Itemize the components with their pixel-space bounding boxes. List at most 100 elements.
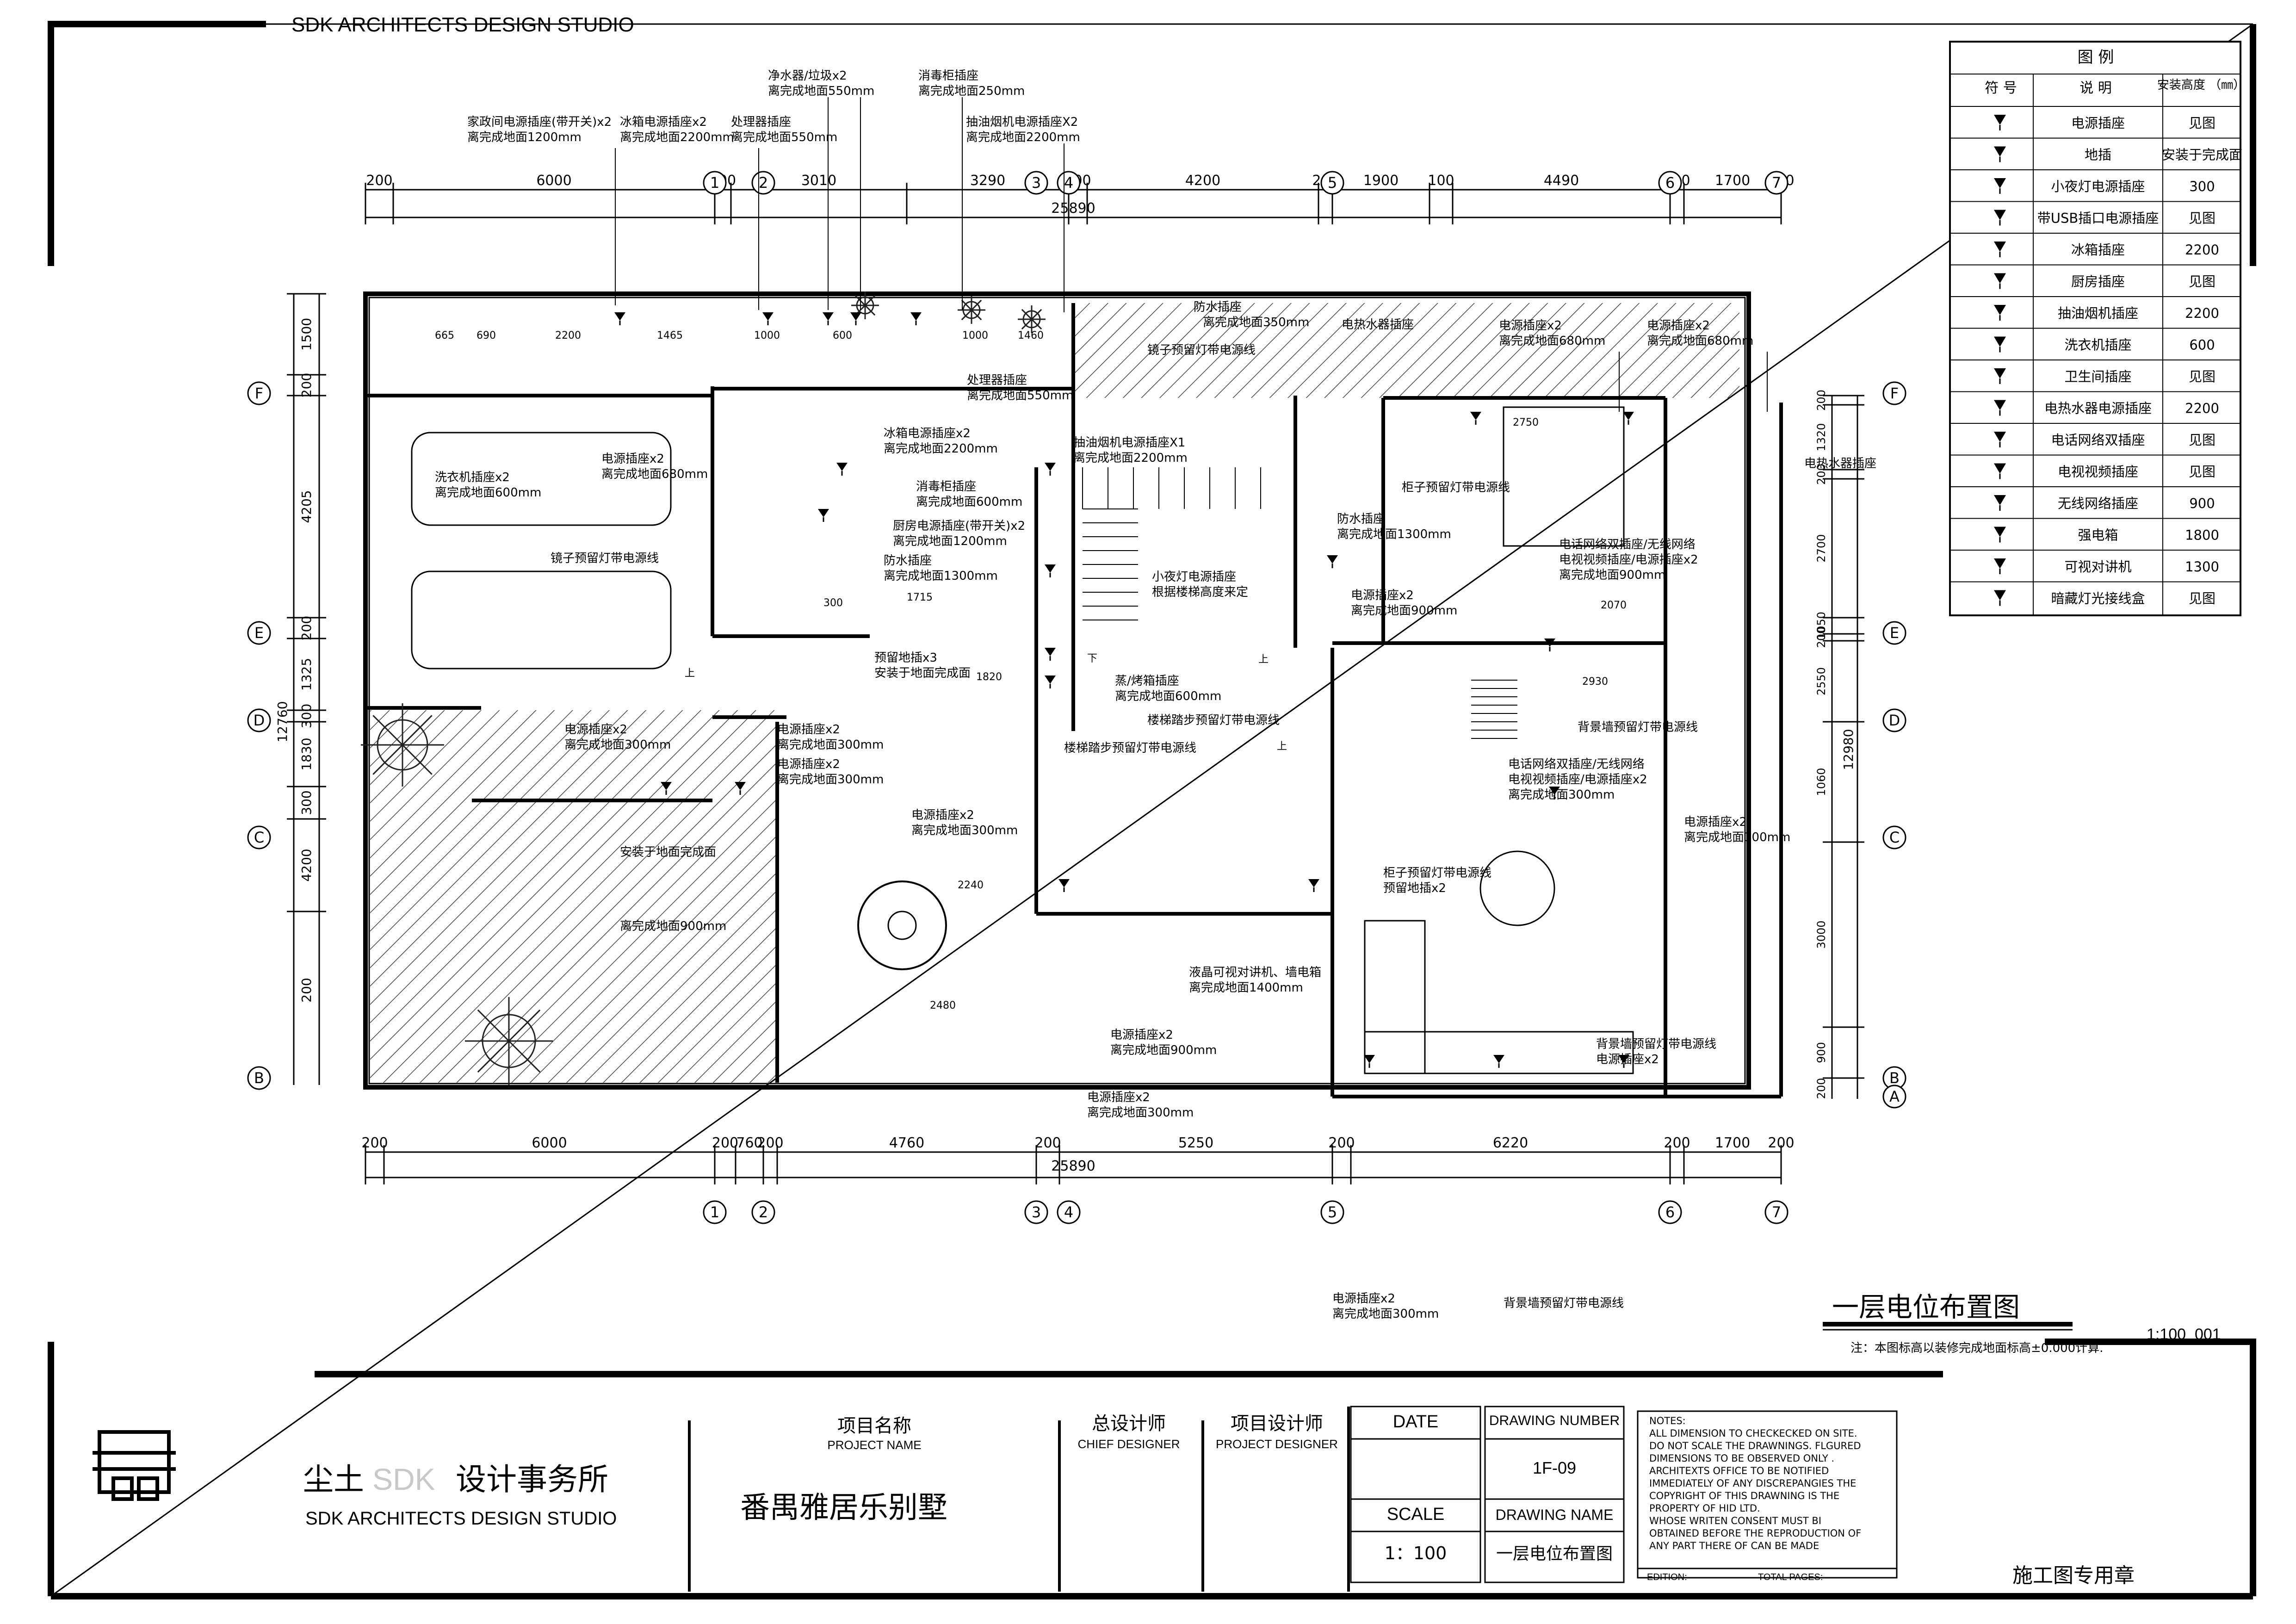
sheet-frame: [48, 21, 2256, 1599]
plan-note: 离完成地面350mm: [1203, 316, 1309, 329]
title-block: 尘土 SDK 设计事务所 SDK ARCHITECTS DESIGN STUDI…: [93, 1406, 2135, 1592]
dim-bottom: 200: [1768, 1135, 1794, 1151]
night-light-socket-icon: [1994, 178, 2006, 194]
plan-note: 离完成地面1200mm: [467, 130, 582, 144]
legend-desc: 卫生间插座: [2064, 369, 2131, 384]
plan-note: 离完成地面250mm: [918, 84, 1025, 98]
plan-note: 离完成地面550mm: [768, 84, 874, 98]
plan-mark: 1465: [657, 330, 683, 341]
plan-note: 离完成地面300mm: [1508, 788, 1615, 802]
leader-lines: [615, 97, 1768, 412]
legend-desc: 电源插座: [2071, 115, 2125, 131]
dim-top: 4490: [1544, 173, 1579, 189]
legend-height: 见图: [2189, 432, 2216, 448]
plan-note: 离完成地面680mm: [1499, 334, 1605, 348]
titleblock-note-line: DO NOT SCALE THE DRAWNINGS. FLGURED: [1649, 1440, 1861, 1451]
bathroom-socket-icon: [1994, 368, 2006, 384]
legend-height: 1800: [2185, 527, 2219, 543]
intercom-icon: [1994, 558, 2006, 574]
dim-bottom: 200: [1328, 1135, 1355, 1151]
plan-note: 镜子预留灯带电源线: [551, 552, 659, 565]
socket-icon: [1618, 1055, 1629, 1068]
socket-icon: [1493, 1055, 1504, 1068]
dim-top: 3290: [970, 173, 1005, 189]
plan-note: 电源插座x2: [911, 808, 974, 822]
plan-note: 防水插座: [884, 554, 932, 568]
plan-note: 处理器插座: [967, 373, 1027, 387]
water-heater-socket-icon: [1994, 400, 2006, 416]
legend-desc: 小夜灯电源插座: [2051, 179, 2145, 194]
dim-left: 300: [299, 790, 314, 815]
legend-height: 见图: [2189, 115, 2216, 131]
dim-bottom: 200: [1034, 1135, 1061, 1151]
dimension-lines: [287, 183, 1864, 1184]
drawing-number-label: DRAWING NUMBER: [1489, 1413, 1620, 1428]
socket-icon: [823, 312, 834, 325]
plan-note: 楼梯踏步预留灯带电源线: [1064, 741, 1196, 755]
socket-icon: [1045, 648, 1056, 661]
plan-note: 背景墙预留灯带电源线: [1596, 1037, 1716, 1051]
plan-note: 防水插座: [1337, 512, 1385, 526]
socket-icon: [818, 509, 829, 522]
plan-note: 预留地插x3: [874, 651, 937, 665]
axis-label: 5: [1328, 1203, 1337, 1221]
axis-row-label: C: [254, 829, 264, 846]
plan-note: 离完成地面300mm: [777, 738, 884, 752]
fridge-socket-icon: [1994, 242, 2006, 257]
legend-desc: 地插: [2085, 147, 2111, 163]
project-designer-en: PROJECT DESIGNER: [1216, 1437, 1338, 1451]
phone-network-socket-icon: [1994, 432, 2006, 447]
dim-top: 100: [1428, 173, 1454, 189]
plan-note: 离完成地面300mm: [1087, 1106, 1194, 1120]
dim-right: 2700: [1815, 534, 1828, 562]
plan-note: 电源插座x2: [1684, 815, 1747, 829]
socket-icon: [614, 312, 625, 325]
dim-left: 200: [299, 978, 314, 1002]
plan-mark: 2240: [958, 880, 984, 891]
legend-height: 1300: [2185, 559, 2219, 575]
kitchen-socket-icon: [1994, 273, 2006, 289]
plan-note: 离完成地面680mm: [1647, 334, 1753, 348]
dim-top: 1900: [1363, 173, 1399, 189]
plan-note: 防水插座: [1194, 300, 1242, 314]
washer-socket-icon: [1994, 336, 2006, 353]
tree-symbols: [361, 291, 1046, 1085]
dim-bottom: 760: [736, 1135, 762, 1151]
legend-height: 2200: [2185, 242, 2219, 258]
plan-mark: 上: [1277, 741, 1287, 752]
socket-icon: [1058, 879, 1070, 892]
dim-right: 1060: [1815, 768, 1828, 796]
plan-note: 消毒柜插座: [916, 480, 976, 494]
plan-mark: 2930: [1582, 676, 1608, 688]
titleblock-note-line: OBTAINED BEFORE THE REPRODUCTION OF: [1649, 1528, 1861, 1539]
project-label-cn: 项目名称: [837, 1415, 911, 1437]
plan-note: 电源插座x2: [777, 757, 840, 771]
dim-top: 1700: [1715, 173, 1750, 189]
legend-desc: 可视对讲机: [2064, 559, 2131, 575]
axis-label: 4: [1064, 1203, 1073, 1221]
socket-icon: [762, 312, 774, 325]
axis-label: 5: [1328, 174, 1337, 192]
plan-mark: 2070: [1601, 600, 1627, 611]
studio-name-cn-c: 设计事务所: [456, 1462, 608, 1497]
dim-bottom: 6220: [1493, 1135, 1528, 1151]
axis-row-label: F: [1890, 384, 1899, 402]
chief-designer-cn: 总设计师: [1092, 1413, 1166, 1434]
plan-note: 消毒柜插座: [918, 69, 978, 83]
legend-height: 2200: [2185, 305, 2219, 321]
dim-bottom: 6000: [532, 1135, 567, 1151]
dim-right: 200: [1815, 464, 1828, 485]
legend-desc: 电热水器电源插座: [2044, 401, 2152, 416]
legend-table: 图 例 符 号 说 明 安装高度 （㎜） 电源插座见图地插安装于完成面小夜灯电源…: [1949, 41, 2245, 616]
plan-note: 离完成地面600mm: [435, 486, 541, 500]
legend-height: 300: [2189, 179, 2215, 194]
titleblock-note-line: ANY PART THERE OF CAN BE MADE: [1649, 1540, 1819, 1551]
plan-note: 离完成地面300mm: [911, 824, 1018, 837]
plan-note: 电源插座x2: [1351, 589, 1414, 602]
power-socket-icon: [1994, 115, 2006, 130]
studio-name-cn-a: 尘土: [303, 1462, 364, 1497]
dim-top-total: 25890: [1051, 200, 1095, 217]
plan-note: 安装于地面完成面: [620, 845, 716, 859]
drawing-title: 一层电位布置图: [1832, 1291, 2020, 1323]
